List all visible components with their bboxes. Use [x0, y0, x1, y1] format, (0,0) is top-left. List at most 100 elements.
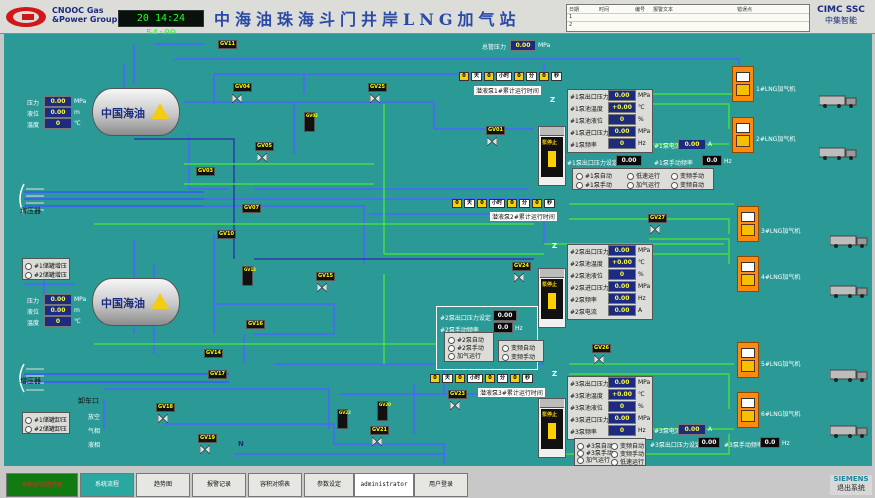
pump2-manual-freq-unit: Hz	[515, 325, 523, 332]
pump2-mode-auto[interactable]: #2泵自动	[457, 337, 484, 344]
dispenser-4[interactable]	[737, 256, 759, 292]
valve-tag-gv26[interactable]: GV26	[592, 344, 611, 353]
dispenser-5[interactable]	[737, 342, 759, 378]
valve-tag-gv07[interactable]: GV07	[242, 204, 261, 213]
valve-tag-gv23[interactable]: GV23	[448, 390, 467, 399]
timer2-hours-unit: 小时	[489, 199, 506, 208]
tank-1-label: 中国海油	[101, 107, 145, 120]
pump3-mode-manual[interactable]: #3泵手动	[586, 450, 613, 457]
timer3-hours: 0	[455, 374, 466, 383]
valve-tag-gv16[interactable]: GV16	[246, 320, 265, 329]
valve-tag-gv21[interactable]: GV21	[370, 426, 389, 435]
valve-tag-gv01[interactable]: GV01	[486, 126, 505, 135]
nav-login[interactable]: 用户登录	[414, 473, 468, 497]
pump1-setpoint-value[interactable]: 0.00	[616, 155, 642, 166]
tank2-relief-check[interactable]: #2储罐卸压	[34, 426, 67, 433]
valve-tag-gv27[interactable]: GV27	[648, 214, 667, 223]
valve-icon[interactable]	[158, 414, 168, 423]
pump1-manual-freq-value[interactable]: 0.0	[702, 155, 722, 166]
pump2-param-5-unit: A	[638, 307, 643, 314]
tank2-boost-check[interactable]: #2储罐增压	[34, 272, 67, 279]
valve-icon[interactable]	[200, 445, 210, 454]
valve-icon[interactable]	[317, 283, 327, 292]
pump1-mode-auto[interactable]: #1泵自动	[585, 173, 612, 180]
dispenser-6[interactable]	[737, 392, 759, 428]
pump3-current-unit: A	[708, 426, 713, 433]
total-pressure-value: 0.00	[510, 40, 536, 51]
nav-params[interactable]: 参数设定	[304, 473, 354, 497]
timer3-seconds: 0	[510, 374, 521, 383]
valve-tag-gv10[interactable]: GV10	[217, 230, 236, 239]
pump1-mode-fueling[interactable]: 加气运行	[636, 182, 661, 189]
pump1-mode-vfd-auto[interactable]: 变频自动	[680, 182, 705, 189]
valve-icon[interactable]	[232, 94, 242, 103]
valve-icon[interactable]	[514, 273, 524, 282]
valve-icon[interactable]	[650, 225, 660, 234]
valve-tag-gv25[interactable]: GV25	[368, 83, 387, 92]
nav-trend[interactable]: 趋势图	[136, 473, 190, 497]
nav-volume-table[interactable]: 容积对照表	[248, 473, 302, 497]
lng-tank-1[interactable]: 中国海油	[92, 88, 180, 136]
pump3-mode-auto[interactable]: #3泵自动	[586, 443, 613, 450]
submerged-pump-2[interactable]: 泵停止	[538, 268, 566, 328]
tank-relief-panel: #1储罐卸压 #2储罐卸压	[22, 412, 70, 434]
valve-icon[interactable]	[370, 94, 380, 103]
pump3-mode-vfd-manual[interactable]: 变频手动	[620, 451, 645, 458]
pump2-mode-fueling[interactable]: 加气运行	[457, 353, 482, 360]
valve-tag-gv03[interactable]: GV03	[196, 167, 215, 176]
valve-tag-gv15[interactable]: GV15	[316, 272, 335, 281]
pump1-mode-manual[interactable]: #1泵手动	[585, 182, 612, 189]
pump1-current-value: 0.00	[678, 139, 706, 150]
nav-alarm-log[interactable]: 报警记录	[192, 473, 246, 497]
valve-icon[interactable]	[372, 437, 382, 446]
north-mark: N	[238, 440, 244, 448]
pump3-param-2-unit: %	[638, 403, 644, 410]
nav-process[interactable]: 系统流程	[80, 473, 134, 497]
dispenser-2[interactable]	[732, 117, 754, 153]
pump3-param-3-label: #3泵进口压力	[570, 417, 609, 424]
valve-tag-gv17[interactable]: GV17	[208, 370, 227, 379]
pump3-mode-vfd-auto[interactable]: 变频自动	[620, 443, 645, 450]
dispenser-3[interactable]	[737, 206, 759, 242]
valve-tag-gv18[interactable]: GV18	[156, 403, 175, 412]
pump2-param-2-unit: %	[638, 271, 644, 278]
valve-tag-gv22[interactable]: GV22	[337, 409, 351, 429]
valve-icon[interactable]	[257, 153, 267, 162]
pump2-setpoint-value[interactable]: 0.00	[493, 310, 517, 321]
valve-tag-gv04[interactable]: GV04	[233, 83, 252, 92]
valve-tag-gv02[interactable]: GV02	[304, 112, 318, 132]
siemens-logo[interactable]: SIEMENS 退出系统	[830, 475, 872, 495]
pump1-mode-vfd-manual[interactable]: 变频手动	[680, 173, 705, 180]
valve-tag-gv11[interactable]: GV11	[218, 40, 237, 49]
valve-tag-gv24[interactable]: GV24	[512, 262, 531, 271]
pump3-mode-fueling[interactable]: 加气运行	[586, 457, 611, 464]
z-mark-2: Z	[552, 242, 558, 250]
pump2-mode-vfd-auto[interactable]: 变频自动	[511, 345, 536, 352]
submerged-pump-3[interactable]: 泵停止	[538, 398, 566, 458]
valve-tag-gv14[interactable]: GV14	[204, 349, 223, 358]
valve-tag-gv20[interactable]: GV20	[377, 401, 391, 421]
submerged-pump-1[interactable]: 泵停止	[538, 126, 566, 186]
valve-tag-gv19[interactable]: GV19	[198, 434, 217, 443]
pump3-param-3-value: 0.00	[608, 413, 636, 424]
tank1-boost-check[interactable]: #1储罐增压	[34, 263, 67, 270]
pump3-setpoint-value[interactable]: 0.00	[698, 437, 720, 448]
valve-tag-gv13[interactable]: GV13	[242, 266, 256, 286]
tank1-relief-check[interactable]: #1储罐卸压	[34, 417, 67, 424]
pump1-mode-lowspeed[interactable]: 低速运行	[636, 173, 661, 180]
pump3-manual-freq-value[interactable]: 0.0	[760, 437, 780, 448]
valve-icon[interactable]	[450, 401, 460, 410]
pump2-mode-manual[interactable]: #2泵手动	[457, 345, 484, 352]
lng-tank-2[interactable]: 中国海油	[92, 278, 180, 326]
pump2-status: 泵停止	[542, 282, 558, 288]
valve-tag-gv05[interactable]: GV05	[255, 142, 274, 151]
pump2-manual-freq-value[interactable]: 0.0	[493, 322, 513, 333]
valve-icon[interactable]	[594, 355, 604, 364]
valve-icon[interactable]	[487, 137, 497, 146]
alarm-col-error: 错误点	[737, 7, 753, 13]
pump2-mode-vfd-manual[interactable]: 变频手动	[511, 354, 536, 361]
alarm-list[interactable]: 日期 时间 编号 报警文本 错误点 1 2	[566, 4, 810, 32]
pump3-mode-lowspeed[interactable]: 低速运行	[620, 459, 645, 466]
dispenser-1[interactable]	[732, 66, 754, 102]
